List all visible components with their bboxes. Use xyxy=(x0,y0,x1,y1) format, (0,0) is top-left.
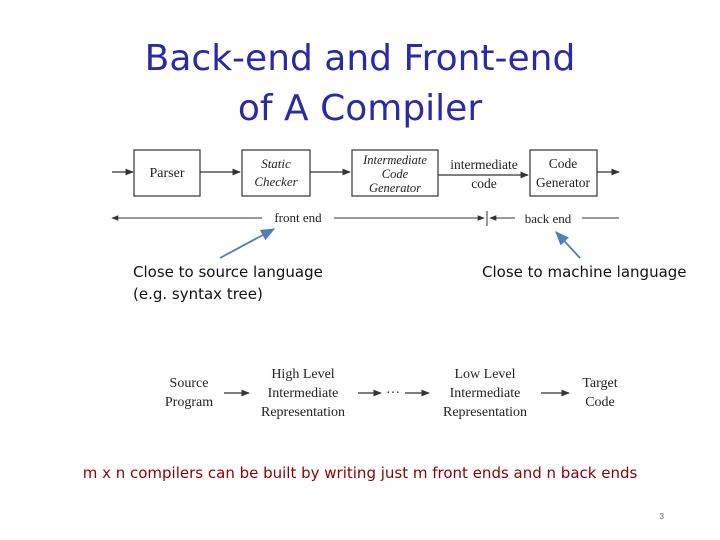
machine-language-note: Close to machine language xyxy=(482,263,687,281)
static-checker-label-1: Static xyxy=(261,156,291,171)
front-end-label: front end xyxy=(274,210,322,225)
machine-annotation-arrow xyxy=(555,230,581,259)
intermediate-code-label-1: intermediate xyxy=(450,157,517,172)
icg-label-2: Code xyxy=(382,167,409,181)
target-code-label-1: Target xyxy=(582,376,617,391)
source-program-label-2: Program xyxy=(165,395,213,410)
back-end-label: back end xyxy=(525,211,572,226)
parser-box xyxy=(133,149,201,197)
title-line-1: Back-end and Front-end xyxy=(144,38,576,79)
slide-title: Back-end and Front-end of A Compiler xyxy=(0,34,720,134)
code-generator-label-2: Generator xyxy=(536,175,590,190)
source-annotation-arrow xyxy=(219,228,276,259)
compiler-pipeline: Parser Static Checker Intermediate Code … xyxy=(111,149,620,226)
low-level-label-2: Intermediate xyxy=(450,386,521,401)
icg-label-3: Generator xyxy=(369,181,421,195)
low-level-label-3: Representation xyxy=(443,405,527,420)
high-level-label-2: Intermediate xyxy=(268,386,339,401)
source-note-line-2: (e.g. syntax tree) xyxy=(133,285,263,303)
compilers-note: m x n compilers can be built by writing … xyxy=(82,464,638,482)
representation-chain: Source Program High Level Intermediate R… xyxy=(165,367,618,420)
intermediate-code-label-2: code xyxy=(471,176,496,191)
ellipsis: ··· xyxy=(386,386,400,401)
icg-box xyxy=(351,149,439,197)
target-code-label-2: Code xyxy=(585,395,615,410)
title-line-2: of A Compiler xyxy=(237,88,483,129)
page-number: 3 xyxy=(659,512,664,521)
static-checker-box xyxy=(241,149,311,197)
source-program-label-1: Source xyxy=(170,376,209,391)
static-checker-label-2: Checker xyxy=(254,174,298,189)
parser-label: Parser xyxy=(150,166,185,181)
source-language-note: Close to source language (e.g. syntax tr… xyxy=(133,261,323,305)
code-generator-box xyxy=(529,149,598,197)
high-level-label-3: Representation xyxy=(261,405,345,420)
code-generator-label-1: Code xyxy=(549,156,578,171)
low-level-label-1: Low Level xyxy=(454,367,515,382)
source-note-line-1: Close to source language xyxy=(133,263,323,281)
icg-label-1: Intermediate xyxy=(362,153,427,167)
high-level-label-1: High Level xyxy=(271,367,334,382)
